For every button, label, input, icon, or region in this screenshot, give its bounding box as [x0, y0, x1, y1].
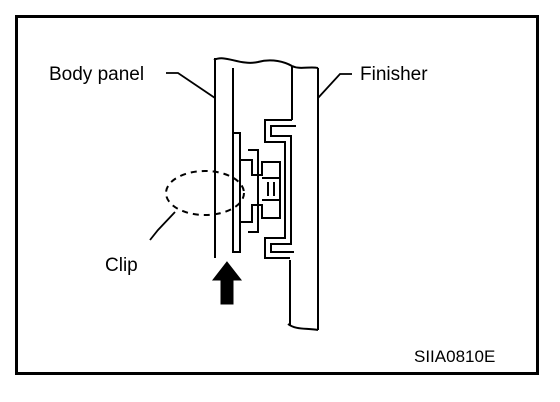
figure-code: SIIA0810E: [414, 347, 495, 366]
body-panel: [213, 57, 293, 258]
clip: [232, 130, 281, 253]
body-panel-label: Body panel: [49, 64, 144, 85]
body-panel-leader: [166, 72, 216, 99]
leader-lines: [149, 72, 352, 241]
up-arrow-icon: [211, 261, 243, 305]
diagram-frame: [15, 15, 539, 375]
finisher-label: Finisher: [360, 64, 428, 85]
clip-label: Clip: [105, 255, 138, 276]
clip-highlight-ellipse: [165, 170, 245, 216]
clip-leader: [149, 211, 176, 241]
finisher: [264, 65, 319, 331]
finisher-leader: [317, 73, 352, 99]
